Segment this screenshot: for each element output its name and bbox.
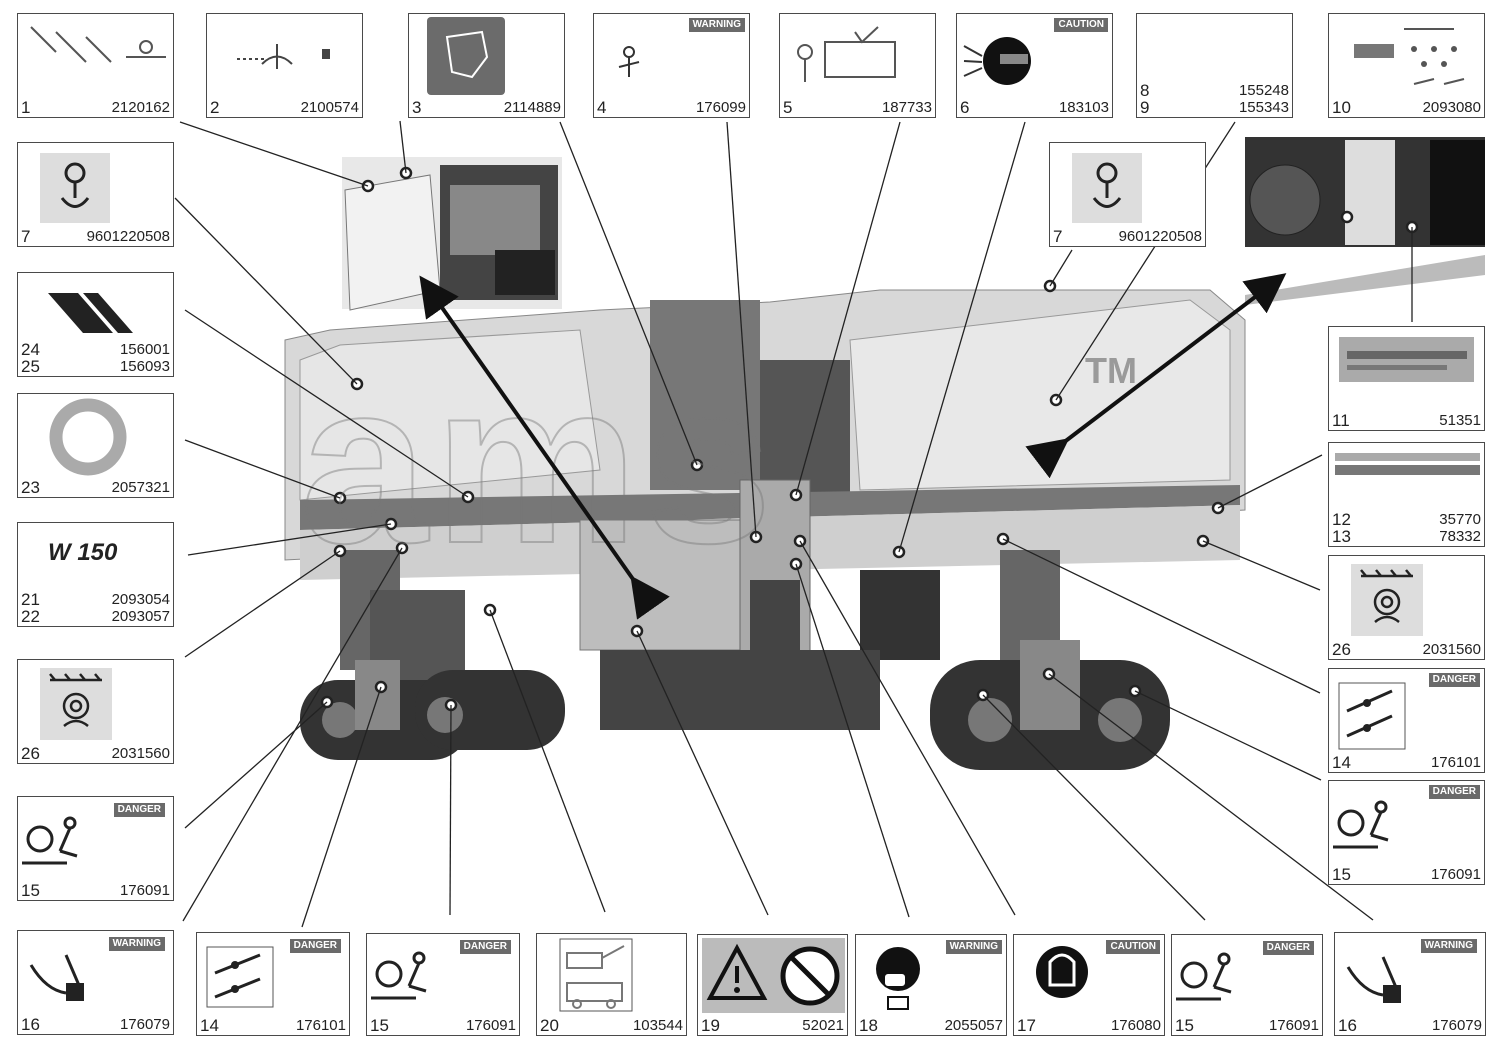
label-3: 3 2114889 xyxy=(408,13,565,118)
label-12-13: 12 35770 13 78332 xyxy=(1328,442,1485,547)
grease-points-icon xyxy=(1354,28,1465,85)
rollover-hazard-danger-icon xyxy=(206,946,274,1008)
noise-caution-icon xyxy=(1036,946,1088,998)
machine-model-text: W 150 xyxy=(48,539,118,566)
label-26-left: 26 2031560 xyxy=(17,659,174,764)
tow-point-icon xyxy=(1351,564,1423,636)
warning-header: WARNING xyxy=(108,937,165,951)
label-26-right: 26 2031560 xyxy=(1328,555,1485,660)
inset-photo-right xyxy=(1245,137,1485,305)
clutch-grease-plate-icon xyxy=(1339,337,1474,382)
label-20: 20 103544 xyxy=(536,933,687,1036)
label-15-bottom-a: DANGER 15 176091 xyxy=(366,933,520,1036)
stripe-bar-icon xyxy=(1335,453,1480,475)
stripe-decal-icon xyxy=(48,293,133,333)
rollover-hazard-danger-icon xyxy=(1176,952,1232,1001)
dust-inhalation-warning-icon xyxy=(876,947,920,1010)
label-1: 1 2120162 xyxy=(17,13,174,118)
steering-diagram-icon xyxy=(427,17,505,95)
ejecting-parts-caution-icon xyxy=(963,37,1031,85)
label-7-left: 7 9601220508 xyxy=(17,142,174,247)
label-16-left: WARNING 16 176079 xyxy=(17,930,174,1035)
danger-header: DANGER xyxy=(1262,941,1314,955)
label-15-left: DANGER 15 176091 xyxy=(17,796,174,901)
label-8-9: 8 155248 9 155343 xyxy=(1136,13,1293,118)
label-4: WARNING 4 176099 xyxy=(593,13,750,118)
crushing-hazard-warning-icon xyxy=(29,954,84,1001)
hazardous-condition-warning-icon xyxy=(618,46,640,77)
label-18: WARNING 18 2055057 xyxy=(855,934,1007,1036)
warning-header: WARNING xyxy=(945,940,1002,954)
rollover-hazard-danger-icon xyxy=(1333,800,1389,849)
label-23: 23 2057321 xyxy=(17,393,174,498)
label-24-25: 24 156001 25 156093 xyxy=(17,272,174,377)
caution-header: CAUTION xyxy=(1106,940,1160,954)
tie-down-point-icon xyxy=(237,44,330,69)
lifting-hook-icon xyxy=(1072,153,1142,223)
rollover-hazard-danger-icon xyxy=(22,816,78,865)
danger-header: DANGER xyxy=(1428,673,1480,687)
danger-header: DANGER xyxy=(289,939,341,953)
rollover-hazard-danger-icon xyxy=(371,951,427,1000)
operator-instruction-icon xyxy=(797,26,896,82)
label-21-22: W 150 21 2093054 22 2093057 xyxy=(17,522,174,627)
label-2: 2 2100574 xyxy=(206,13,363,118)
label-15-bottom-b: DANGER 15 176091 xyxy=(1171,934,1323,1036)
warning-header: WARNING xyxy=(688,18,745,32)
label-19: 19 52021 xyxy=(697,934,848,1036)
label-5: 5 187733 xyxy=(779,13,936,118)
crushing-hazard-warning-icon xyxy=(1346,956,1401,1003)
caution-header: CAUTION xyxy=(1054,18,1108,32)
label-6: CAUTION 6 183103 xyxy=(956,13,1113,118)
label-10: 10 2093080 xyxy=(1328,13,1485,118)
rollover-hazard-danger-icon xyxy=(1338,682,1406,750)
loading-diagram-icon xyxy=(559,938,633,1012)
ring-decal-icon xyxy=(49,398,127,476)
danger-header: DANGER xyxy=(1428,785,1480,799)
label-14-bottom: DANGER 14 176101 xyxy=(196,932,350,1036)
lifting-hook-icon xyxy=(40,153,110,223)
label-14-right: DANGER 14 176101 xyxy=(1328,668,1485,773)
lifting-points-icon xyxy=(30,26,166,63)
label-17: CAUTION 17 176080 xyxy=(1013,934,1165,1036)
danger-header: DANGER xyxy=(459,940,511,954)
tow-point-icon xyxy=(40,668,112,740)
label-7-right: 7 9601220508 xyxy=(1049,142,1206,247)
label-11: 11 51351 xyxy=(1328,326,1485,431)
no-water-warning-icon xyxy=(702,938,845,1013)
label-16-right: WARNING 16 176079 xyxy=(1334,932,1486,1036)
label-15-right: DANGER 15 176091 xyxy=(1328,780,1485,885)
warning-header: WARNING xyxy=(1420,939,1477,953)
danger-header: DANGER xyxy=(113,803,165,817)
